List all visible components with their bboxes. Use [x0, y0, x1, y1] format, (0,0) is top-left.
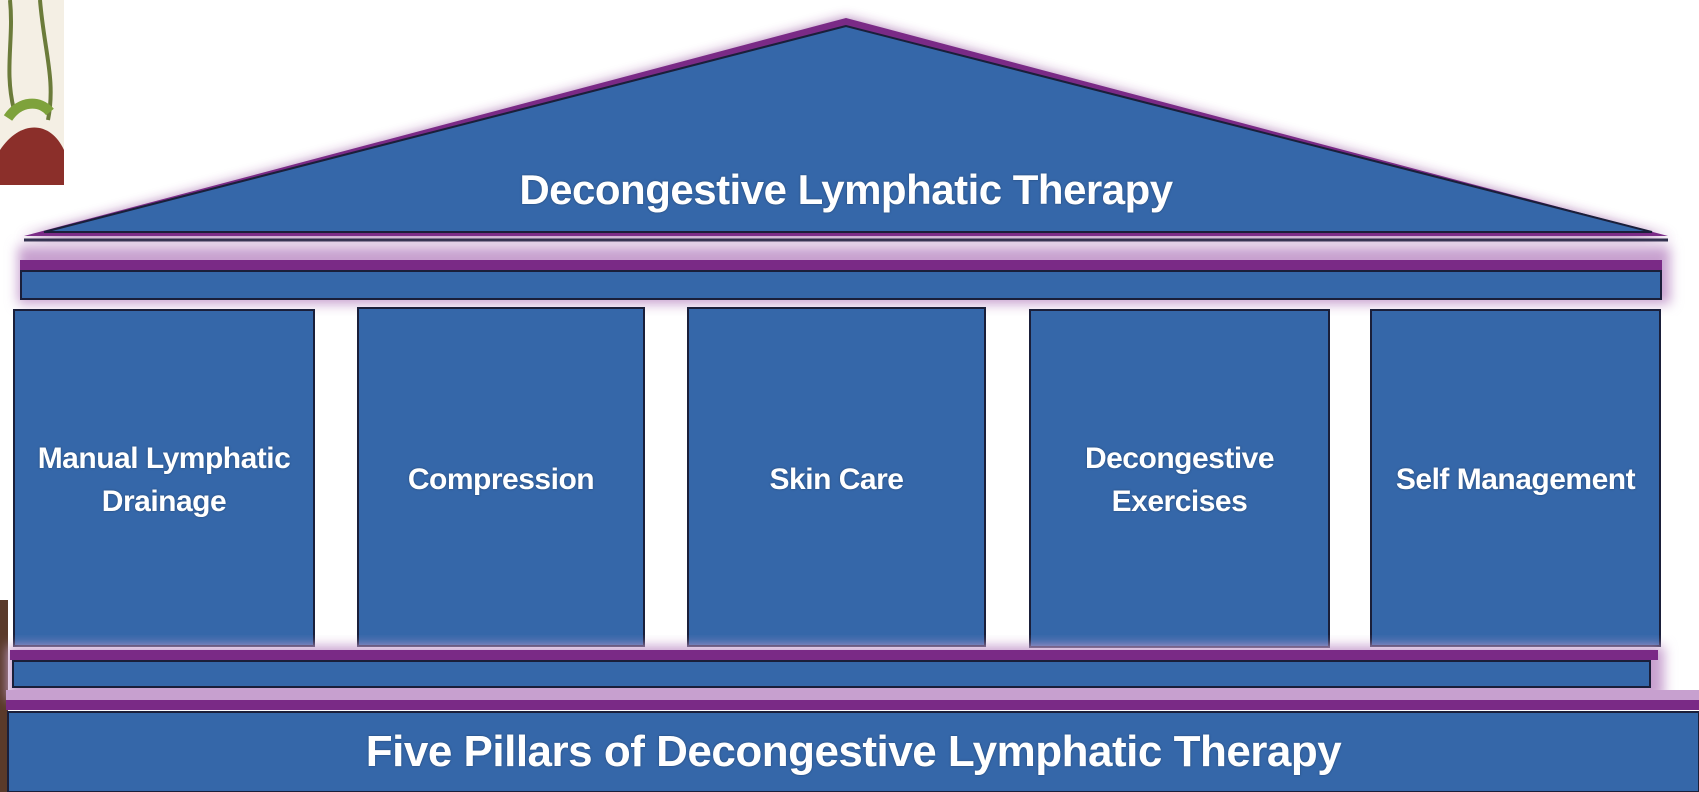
roof-title: Decongestive Lymphatic Therapy [519, 165, 1173, 213]
base [7, 711, 1699, 792]
stylobate [6, 646, 1699, 710]
pillar-label-self-management: Self Management [1395, 463, 1636, 497]
pillar-4 [1029, 309, 1330, 648]
pillar-label-compression: Compression [407, 463, 595, 497]
anatomy-clipart-icon [0, 0, 64, 792]
pillars [13, 307, 1661, 648]
pillar-5 [1370, 309, 1661, 647]
pillar-label-skin-care: Skin Care [769, 463, 904, 497]
base-title: Five Pillars of Decongestive Lymphatic T… [365, 727, 1342, 777]
pillar-1 [13, 309, 315, 647]
roof [20, 18, 1672, 242]
pillar-3 [687, 307, 986, 647]
pillar-label-decongestive-exercises: Decongestive Exercises [1084, 441, 1275, 519]
entablature [18, 246, 1670, 304]
pillar-label-manual-lymphatic-drainage: Manual Lymphatic Drainage [37, 441, 291, 519]
